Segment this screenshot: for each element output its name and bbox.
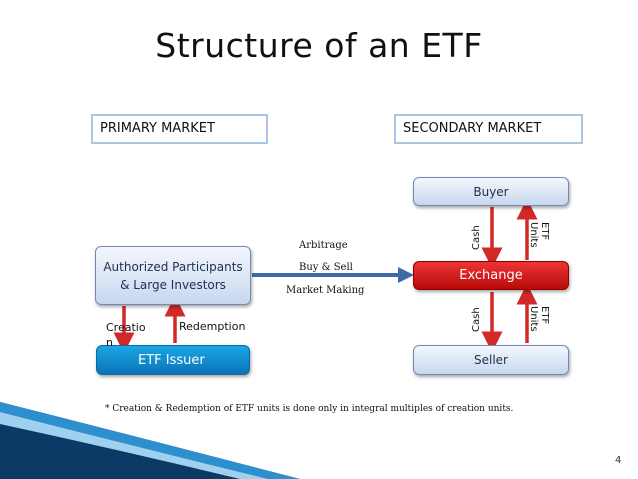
redemption-label: Redemption <box>179 320 246 333</box>
market-making-label: Market Making <box>286 285 365 296</box>
buyer-node: Buyer <box>413 177 569 206</box>
arbitrage-label: Arbitrage <box>299 240 348 251</box>
authorized-participants-node: Authorized Participants & Large Investor… <box>95 246 251 305</box>
buy-sell-label: Buy & Sell <box>299 262 353 273</box>
primary-market-label: PRIMARY MARKET <box>91 114 268 144</box>
page-number: 4 <box>615 455 622 466</box>
etf-issuer-node: ETF Issuer <box>96 345 250 375</box>
etf-units-label-bottom: ETF Units <box>528 306 550 332</box>
exchange-node: Exchange <box>413 261 569 290</box>
footnote: * Creation & Redemption of ETF units is … <box>105 404 514 414</box>
slide-title: Structure of an ETF <box>155 26 483 65</box>
cash-label-bottom: Cash <box>471 307 482 332</box>
etf-units-label-top: ETF Units <box>528 222 550 248</box>
seller-node: Seller <box>413 345 569 375</box>
cash-label-top: Cash <box>471 225 482 250</box>
creation-label: Creation <box>106 321 146 349</box>
secondary-market-label: SECONDARY MARKET <box>394 114 583 144</box>
